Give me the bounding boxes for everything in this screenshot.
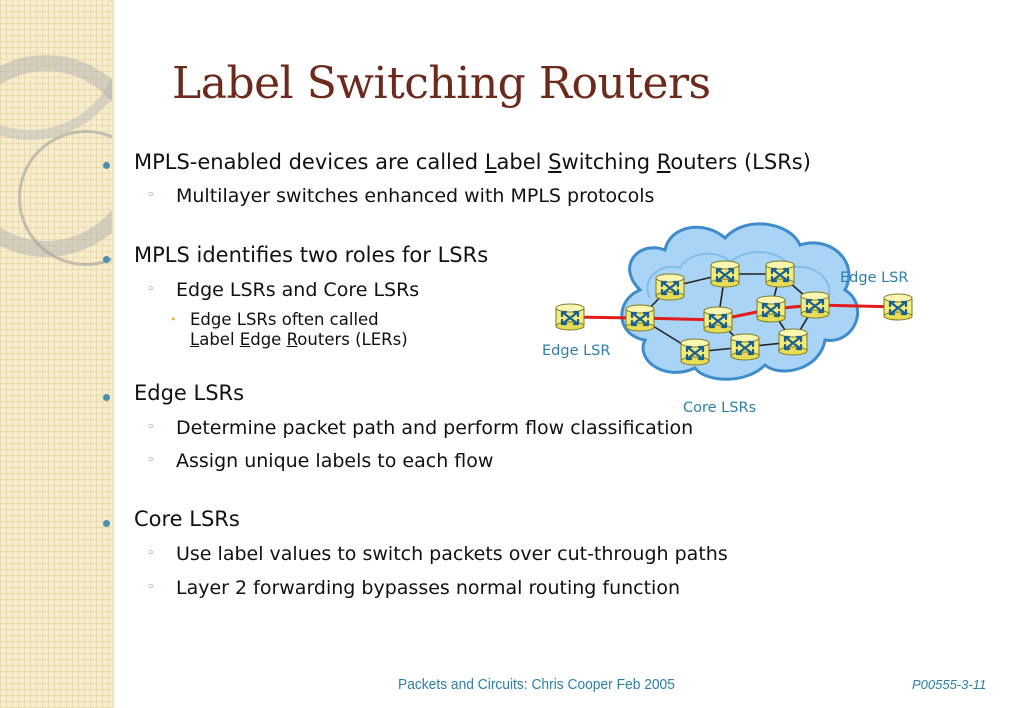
bullet-level1: MPLS-enabled devices are called Label Sw… (134, 150, 811, 174)
sub-bullet-marker: ◦ (147, 580, 155, 595)
router-icon (624, 303, 656, 333)
bullet-level2: Edge LSRs and Core LSRs (176, 279, 420, 301)
bullet-dot (103, 256, 110, 263)
router-icon (799, 290, 831, 320)
bullet-level1: Core LSRs (134, 507, 240, 531)
bullet-level3: Edge LSRs often called Label Edge Router… (190, 310, 408, 350)
router-icon (702, 305, 734, 335)
router-icon (729, 332, 761, 362)
edge-lsr-label-left: Edge LSR (542, 343, 611, 359)
bullet-dot (103, 520, 110, 527)
bullet-level2: Multilayer switches enhanced with MPLS p… (176, 185, 655, 207)
bullet-level3-line1: Edge LSRs often called (190, 310, 379, 329)
slide-title: Label Switching Routers (172, 58, 711, 109)
edge-router-icon (882, 292, 914, 322)
bullet-level1: MPLS identifies two roles for LSRs (134, 243, 489, 267)
footer-text: Packets and Circuits: Chris Cooper Feb 2… (398, 676, 675, 693)
sidebar-background (0, 0, 112, 708)
router-icon (709, 259, 741, 289)
router-icon (777, 327, 809, 357)
slide-id: P00555-3-11 (912, 677, 987, 692)
core-lsrs-label: Core LSRs (683, 400, 757, 416)
sub-bullet-marker: ◦ (147, 282, 155, 297)
bullet-level3-line2: Label Edge Routers (LERs) (190, 330, 408, 349)
sub-bullet-marker: ◦ (147, 420, 155, 435)
bullet-level2: Use label values to switch packets over … (176, 543, 728, 565)
edge-lsr-label-right: Edge LSR (840, 270, 909, 286)
bullet-dot (103, 394, 110, 401)
router-icon (679, 337, 711, 367)
router-icon (764, 259, 796, 289)
router-icon (755, 294, 787, 324)
sub-bullet-marker: ◦ (147, 188, 155, 203)
bullet-dot (103, 162, 110, 169)
bullet-level2: Layer 2 forwarding bypasses normal routi… (176, 577, 681, 599)
bullet-level2: Determine packet path and perform flow c… (176, 417, 694, 439)
bullet-level1: Edge LSRs (134, 381, 245, 405)
router-icon (654, 272, 686, 302)
sub-bullet-marker: ◦ (147, 453, 155, 468)
sub-bullet-marker: ◦ (147, 546, 155, 561)
bullet-level2: Assign unique labels to each flow (176, 450, 494, 472)
sidebar-edge (112, 0, 116, 708)
sub-sub-bullet-marker: • (170, 313, 177, 326)
edge-router-icon (554, 302, 586, 332)
